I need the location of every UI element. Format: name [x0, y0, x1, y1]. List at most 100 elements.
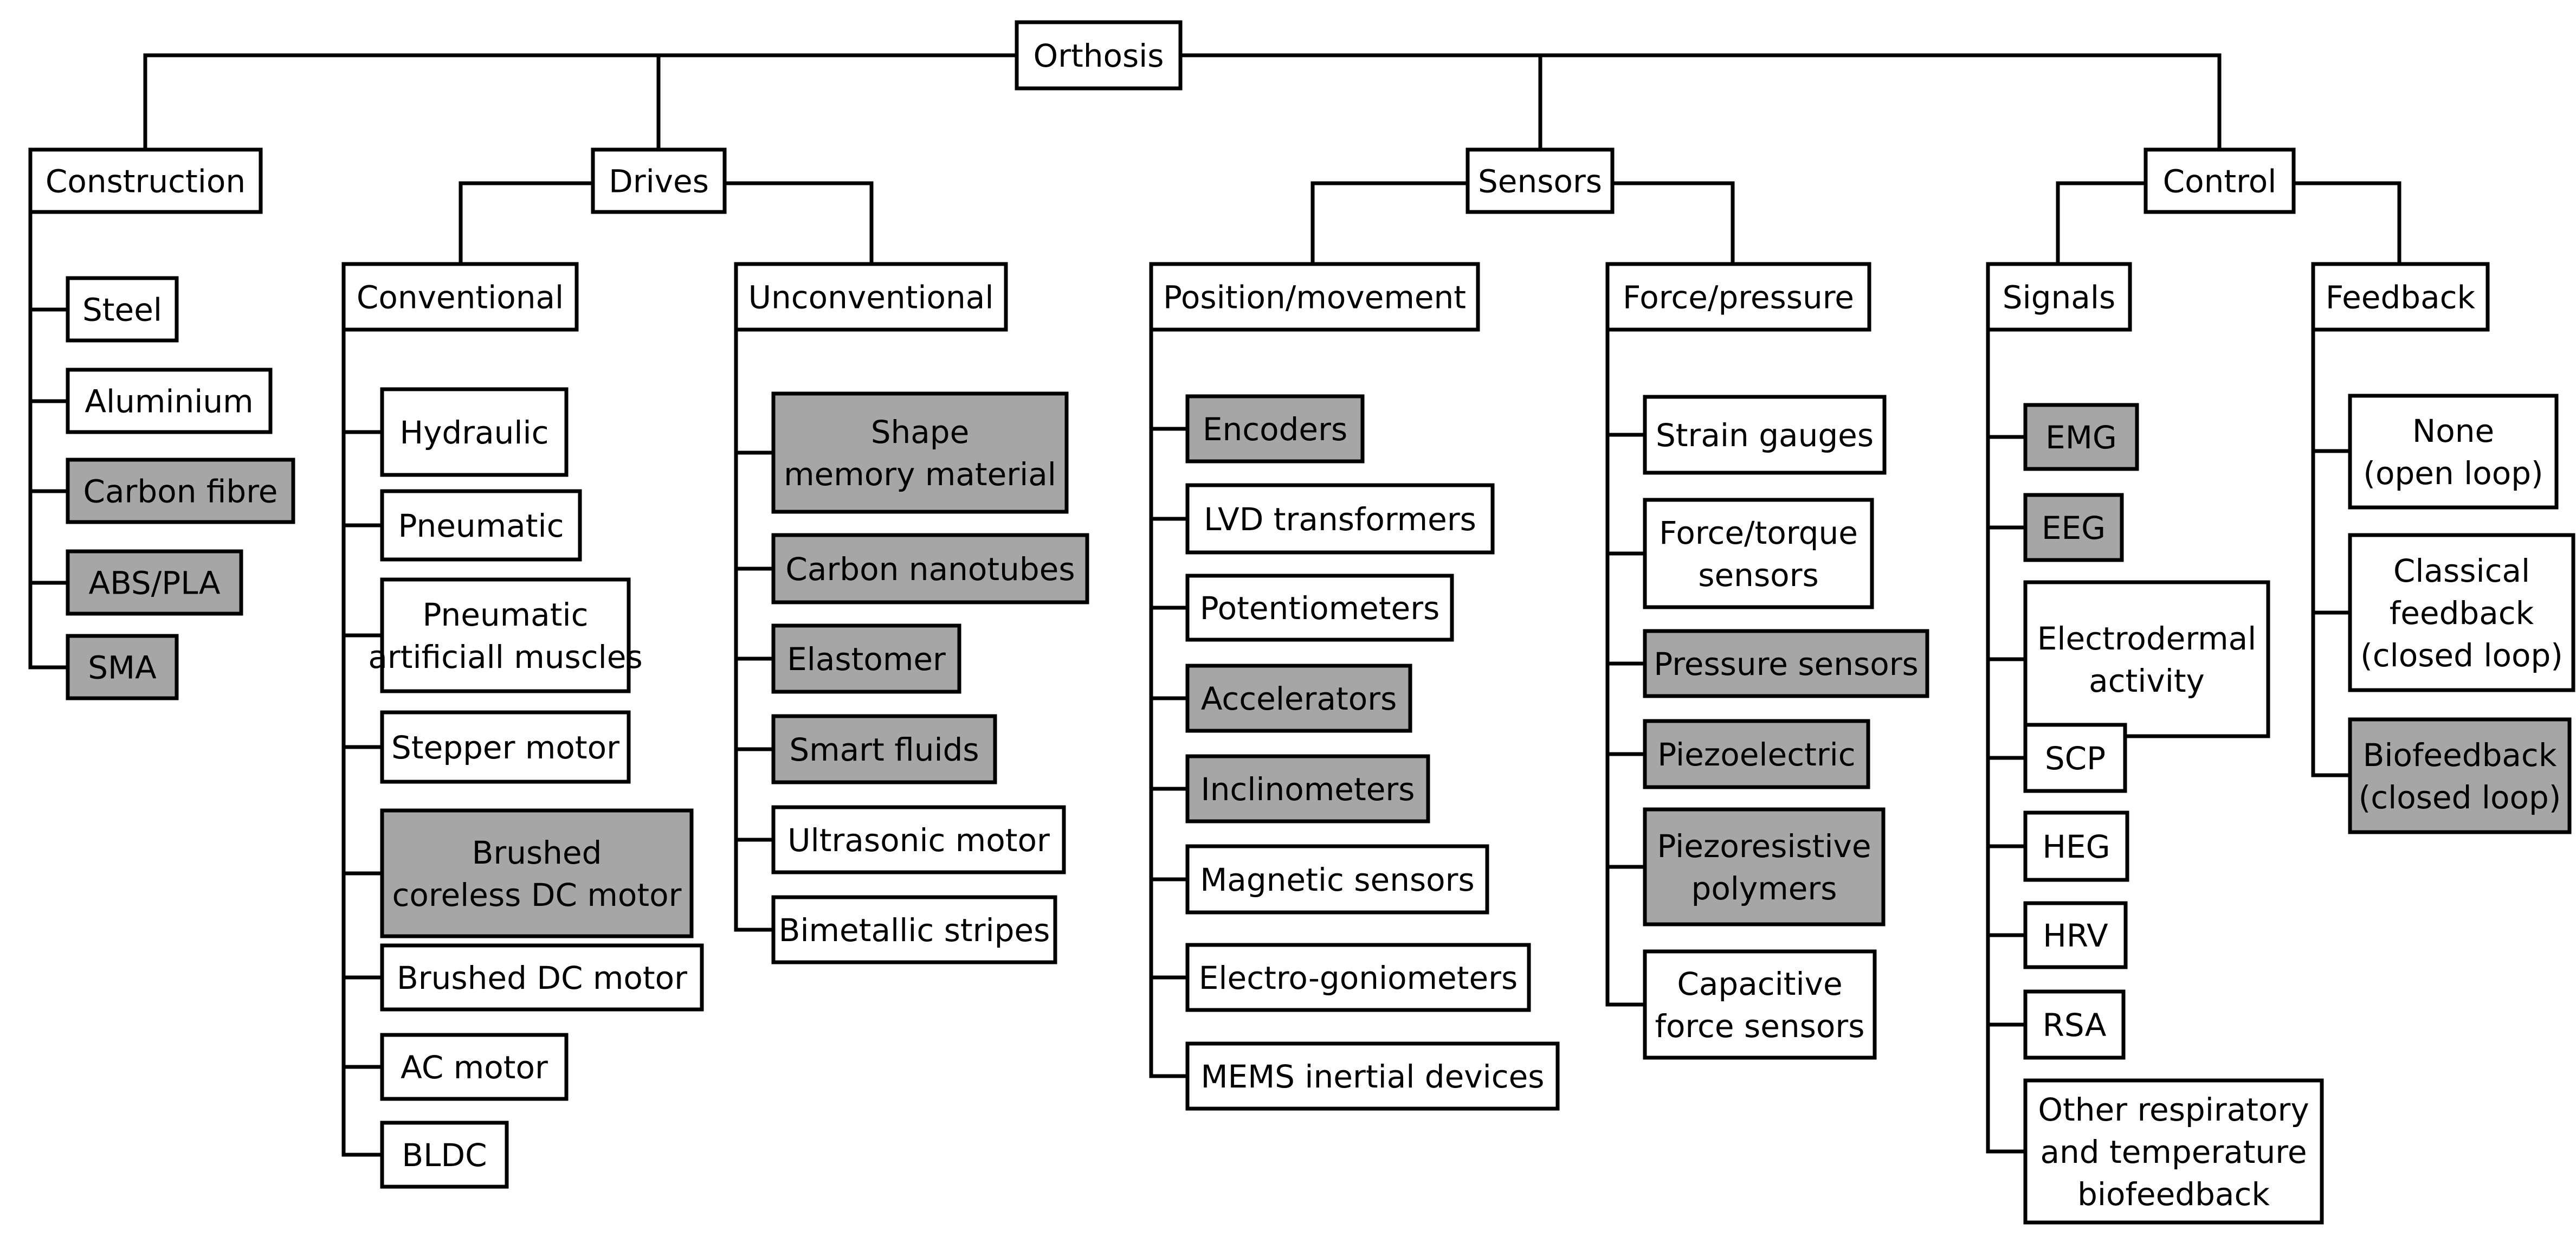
box-mems-inertial-devices-frame — [1185, 1041, 1560, 1111]
box-construction-frame — [28, 147, 263, 214]
box-pressure-sensors: Pressure sensors — [1643, 629, 1929, 698]
box-shape-memory-material-frame — [771, 391, 1069, 514]
box-signals-label: Signals — [2003, 279, 2115, 316]
box-hrv-label: HRV — [2043, 917, 2108, 954]
box-carbon-nanotubes-label: Carbon nanotubes — [785, 551, 1075, 588]
box-carbon-fibre-label: Carbon fibre — [83, 473, 278, 510]
box-brushed-dc-motor-frame — [380, 943, 704, 1012]
box-control-frame — [2144, 147, 2296, 214]
box-piezoresistive-polymers-label: Piezoresistive — [1657, 828, 1871, 865]
box-hydraulic-label: Hydraulic — [399, 414, 548, 451]
box-bldc-label: BLDC — [402, 1137, 487, 1174]
box-shape-memory-material-label: memory material — [784, 456, 1056, 493]
box-hrv-frame — [2023, 901, 2128, 969]
box-signals-frame — [1986, 262, 2132, 332]
box-pressure-sensors-label: Pressure sensors — [1654, 646, 1919, 683]
box-accelerators: Accelerators — [1185, 664, 1412, 733]
box-sensors-label: Sensors — [1478, 163, 1602, 200]
box-feedback-frame — [2311, 262, 2490, 332]
box-electrodermal-activity-label: Electrodermal — [2037, 620, 2257, 657]
box-conventional-label: Conventional — [357, 279, 564, 316]
box-emg-frame — [2023, 403, 2139, 471]
box-biofeedback-closed-loop-label: (closed loop) — [2359, 779, 2561, 816]
box-magnetic-sensors-frame — [1185, 844, 1489, 915]
box-smart-fluids-label: Smart fluids — [789, 731, 979, 768]
box-scp-label: SCP — [2045, 740, 2106, 777]
box-electro-goniometers-label: Electro-goniometers — [1199, 960, 1518, 996]
box-rsa-label: RSA — [2043, 1007, 2107, 1044]
box-potentiometers-label: Potentiometers — [1200, 590, 1440, 627]
box-encoders-frame — [1185, 394, 1365, 464]
box-strain-gauges-label: Strain gauges — [1656, 417, 1874, 454]
box-capacitive-force-sensors-label: Capacitive — [1677, 966, 1842, 1002]
box-smart-fluids-frame — [771, 714, 997, 784]
box-lvd-transformers: LVD transformers — [1185, 483, 1495, 555]
box-force-torque-sensors-frame — [1643, 498, 1874, 609]
box-magnetic-sensors-label: Magnetic sensors — [1200, 861, 1474, 898]
box-scp: SCP — [2023, 723, 2127, 793]
box-emg-label: EMG — [2045, 419, 2117, 456]
box-brushed-dc-motor: Brushed DC motor — [380, 943, 704, 1012]
box-unconventional-frame — [734, 262, 1008, 332]
box-construction: Construction — [28, 147, 263, 214]
box-drives: Drives — [591, 147, 727, 214]
box-signals: Signals — [1986, 262, 2132, 332]
box-sma: SMA — [66, 634, 179, 700]
box-piezoelectric: Piezoelectric — [1643, 719, 1870, 789]
box-conventional: Conventional — [341, 262, 579, 332]
box-mems-inertial-devices: MEMS inertial devices — [1185, 1041, 1560, 1111]
box-stepper-motor: Stepper motor — [380, 710, 631, 784]
box-feedback: Feedback — [2311, 262, 2490, 332]
box-ac-motor: AC motor — [380, 1033, 569, 1101]
box-magnetic-sensors: Magnetic sensors — [1185, 844, 1489, 915]
box-classical-feedback-label: (closed loop) — [2360, 637, 2563, 674]
box-potentiometers: Potentiometers — [1185, 574, 1454, 642]
box-bimetallic-stripes-label: Bimetallic stripes — [779, 912, 1050, 949]
box-other-respiratory-temperature-biofeedback-label: biofeedback — [2077, 1176, 2270, 1213]
box-aluminium-label: Aluminium — [85, 383, 253, 420]
box-lvd-transformers-label: LVD transformers — [1204, 501, 1476, 538]
box-pneumatic: Pneumatic — [380, 489, 582, 562]
box-pneumatic-artificial-muscles-frame — [380, 577, 631, 693]
box-steel: Steel — [66, 276, 179, 343]
box-hydraulic: Hydraulic — [380, 387, 569, 477]
box-orthosis-label: Orthosis — [1033, 37, 1164, 74]
box-conventional-frame — [341, 262, 579, 332]
box-none-open-loop-label: (open loop) — [2363, 455, 2543, 492]
box-electrodermal-activity-frame — [2023, 580, 2270, 738]
box-construction-label: Construction — [46, 163, 246, 200]
box-bimetallic-stripes-frame — [771, 895, 1057, 964]
box-elastomer-label: Elastomer — [787, 641, 946, 678]
box-strain-gauges: Strain gauges — [1643, 395, 1887, 475]
box-orthosis: Orthosis — [1015, 20, 1183, 91]
box-inclinometers-label: Inclinometers — [1201, 771, 1415, 808]
box-heg-frame — [2023, 810, 2129, 882]
box-piezoelectric-frame — [1643, 719, 1870, 789]
box-accelerators-frame — [1185, 664, 1412, 733]
box-electro-goniometers: Electro-goniometers — [1185, 943, 1531, 1012]
box-brushed-coreless-dc-motor-label: coreless DC motor — [392, 877, 682, 913]
box-orthosis-frame — [1015, 20, 1183, 91]
box-rsa-frame — [2023, 989, 2126, 1060]
box-smart-fluids: Smart fluids — [771, 714, 997, 784]
box-hrv: HRV — [2023, 901, 2128, 969]
box-control: Control — [2144, 147, 2296, 214]
box-aluminium: Aluminium — [66, 368, 273, 434]
box-eeg-label: EEG — [2042, 510, 2106, 546]
box-other-respiratory-temperature-biofeedback-frame — [2023, 1078, 2324, 1225]
box-force-torque-sensors-label: sensors — [1698, 557, 1818, 594]
box-elastomer: Elastomer — [771, 623, 961, 694]
box-none-open-loop-frame — [2348, 394, 2559, 510]
box-biofeedback-closed-loop-frame — [2348, 717, 2572, 834]
box-capacitive-force-sensors-label: force sensors — [1655, 1008, 1865, 1045]
box-ultrasonic-motor-label: Ultrasonic motor — [787, 822, 1050, 859]
box-carbon-fibre-frame — [66, 458, 295, 524]
box-heg-label: HEG — [2042, 828, 2110, 865]
connector-lines — [28, 53, 2401, 1157]
box-mems-inertial-devices-label: MEMS inertial devices — [1200, 1058, 1544, 1095]
